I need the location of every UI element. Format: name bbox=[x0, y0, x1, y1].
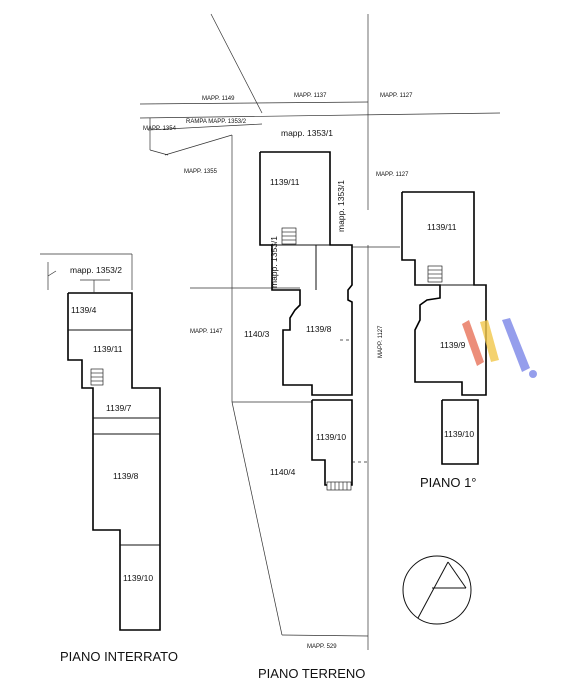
room-label: 1139/11 bbox=[270, 177, 300, 187]
mapp-label: MAPP. 1127 bbox=[380, 93, 413, 99]
room-label: 1139/11 bbox=[93, 344, 123, 354]
mapp-label: MAPP. 1127 bbox=[378, 325, 384, 358]
mapp-label: MAPP. 1147 bbox=[190, 329, 223, 335]
mapp-label: mapp. 1353/1 bbox=[281, 128, 333, 138]
mapp-label: MAPP. 529 bbox=[307, 644, 337, 650]
floor-title-primo: PIANO 1° bbox=[420, 475, 477, 490]
plan-piano-primo bbox=[401, 191, 487, 465]
room-label: 1139/8 bbox=[113, 471, 139, 481]
floor-title-terreno: PIANO TERRENO bbox=[258, 666, 365, 681]
mapp-label: mapp. 1353/2 bbox=[70, 265, 122, 275]
north-arrow-icon bbox=[402, 555, 472, 625]
mapp-label: RAMPA MAPP. 1353/2 bbox=[186, 119, 247, 125]
mapp-label: MAPP. 1127 bbox=[376, 172, 409, 178]
room-label: 1140/4 bbox=[270, 467, 296, 477]
floor-title-interrato: PIANO INTERRATO bbox=[60, 649, 178, 664]
room-label: 1139/7 bbox=[106, 403, 132, 413]
plan-piano-interrato bbox=[67, 279, 161, 631]
mapp-label: MAPP. 1355 bbox=[184, 169, 218, 175]
mapp-label: MAPP. 1137 bbox=[294, 93, 327, 99]
room-label: 1139/10 bbox=[444, 429, 474, 439]
room-label: 1139/4 bbox=[71, 305, 97, 315]
room-label: 1139/9 bbox=[440, 340, 466, 350]
parcel-boundaries bbox=[40, 13, 501, 650]
mapp-label: MAPP. 1354 bbox=[143, 126, 177, 132]
plan-piano-terreno bbox=[259, 151, 368, 491]
room-label: 1139/8 bbox=[306, 324, 332, 334]
room-label: 1139/10 bbox=[316, 432, 346, 442]
mapp-label: mapp. 1353/1 bbox=[269, 236, 279, 288]
mapp-label: MAPP. 1149 bbox=[202, 96, 235, 102]
room-label: 1139/10 bbox=[123, 573, 153, 583]
watermark-logo-icon bbox=[462, 318, 537, 378]
room-label: 1140/3 bbox=[244, 329, 270, 339]
room-label: 1139/11 bbox=[427, 222, 457, 232]
mapp-label: mapp. 1353/1 bbox=[336, 180, 346, 232]
